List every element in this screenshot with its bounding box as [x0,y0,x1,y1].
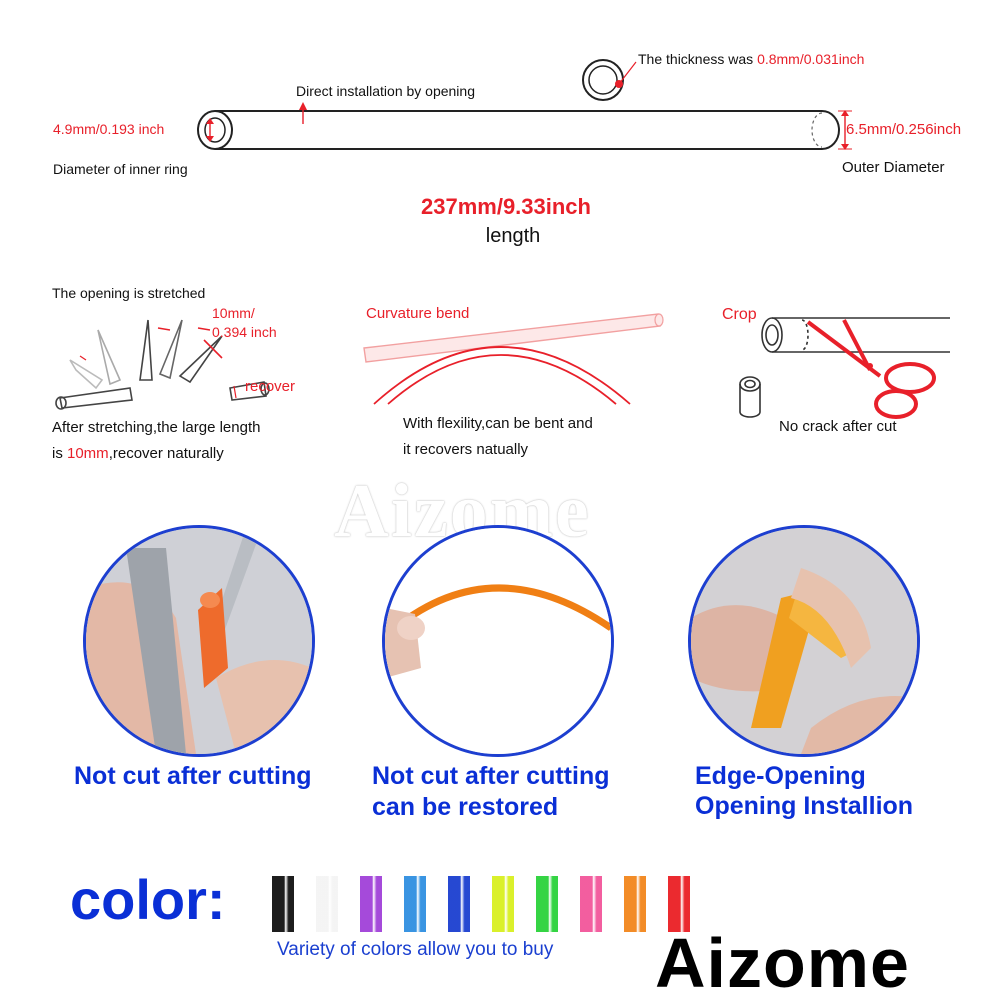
color-swatch [580,876,602,932]
bend-illustration [363,313,664,405]
color-swatch [360,876,382,932]
color-swatch [272,876,294,932]
color-note: Variety of colors allow you to buy [277,939,554,960]
stretch-size-line2: 0.394 inch [212,324,277,340]
stretch-recover: recover [245,378,296,395]
color-swatch [536,876,558,932]
photo-cutting-scene [86,528,312,754]
install-note: Direct installation by opening [296,83,475,99]
stretch-title: The opening is stretched [52,285,206,301]
stretch-illustration [55,319,270,410]
bend-desc-line2: it recovers natually [403,441,529,458]
stretch-desc-line2: is 10mm,recover naturally [52,445,224,462]
stretch-size-line1: 10mm/ [212,305,255,321]
color-label: color: [70,868,226,931]
inner-diameter-value: 4.9mm/0.193 inch [53,121,165,137]
inner-diameter-label: Diameter of inner ring [53,161,188,177]
photo-caption-2-line2: can be restored [372,793,559,821]
length-label: length [485,225,541,247]
outer-diameter-label: Outer Diameter [842,159,945,176]
color-swatch [624,876,646,932]
color-swatches [272,876,712,932]
photo-caption-3-line2: Opening Installion [695,792,914,820]
bend-desc-line1: With flexility,can be bent and [403,415,593,432]
photo-opening [688,525,920,757]
photo-caption-1-line1: Not cut after cutting [74,762,312,790]
brand-logo: Aizome [655,924,910,1002]
photo-caption-3-line1: Edge-Opening [695,762,866,790]
color-swatch [492,876,514,932]
photo-caption-2-line1: Not cut after cutting [372,762,610,790]
photo-bending-scene [385,528,611,754]
stretch-desc-line1: After stretching,the large length [52,419,261,436]
tube-diagram [197,59,852,150]
color-swatch [404,876,426,932]
photo-bending [382,525,614,757]
color-swatch [668,876,690,932]
crop-desc: No crack after cut [779,418,897,435]
bend-title: Curvature bend [366,305,470,322]
photo-opening-scene [691,528,917,754]
crop-title: Crop [722,306,757,323]
length-value: 237mm/9.33inch [421,194,591,219]
color-swatch [316,876,338,932]
thickness-note: The thickness was 0.8mm/0.031inch [638,51,865,67]
crop-illustration [739,317,950,419]
color-swatch [448,876,470,932]
outer-diameter-value: 6.5mm/0.256inch [846,121,962,138]
photo-cutting [83,525,315,757]
